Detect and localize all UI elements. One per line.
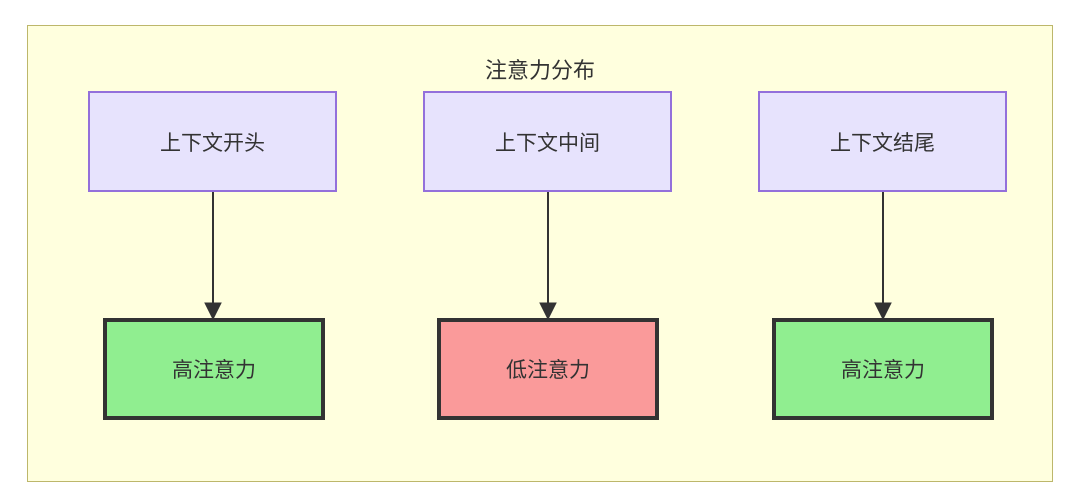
node-low-attention-middle[interactable]: 低注意力 [437, 318, 659, 420]
node-context-middle[interactable]: 上下文中间 [423, 91, 672, 192]
node-high-attention-end[interactable]: 高注意力 [772, 318, 994, 420]
node-context-end[interactable]: 上下文结尾 [758, 91, 1007, 192]
subgraph-title: 注意力分布 [484, 58, 595, 83]
node-high-attention-start[interactable]: 高注意力 [103, 318, 325, 420]
node-context-start[interactable]: 上下文开头 [88, 91, 337, 192]
